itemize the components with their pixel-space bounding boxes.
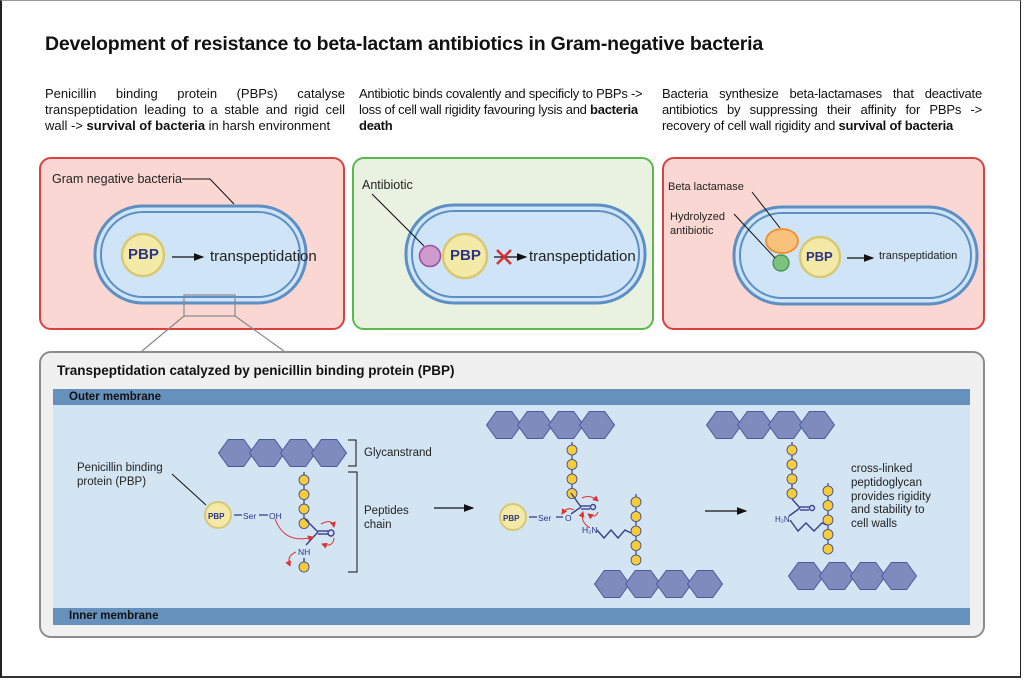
- label-antibiotic: Antibiotic: [362, 178, 413, 192]
- pbp-label: PBP: [208, 512, 225, 521]
- label-gram-negative-bacteria: Gram negative bacteria: [52, 172, 182, 186]
- glycan-strand: [593, 570, 724, 598]
- glycan-sugar-unit: [798, 411, 836, 439]
- electron-arrows: [274, 518, 336, 567]
- amino-acid: [786, 459, 798, 470]
- process-label: transpeptidation: [529, 248, 636, 265]
- pbp-circle: [798, 235, 842, 279]
- amino-acid: [786, 473, 798, 485]
- amino-acid: [630, 554, 642, 566]
- description-resistance: Bacteria synthesize beta-lactamases that…: [662, 86, 982, 134]
- glycan-sugar-unit: [686, 570, 724, 598]
- outer-membrane-bar: Outer membrane: [53, 389, 970, 405]
- peptide-chain: [630, 494, 642, 566]
- glycan-sugar-unit: [624, 570, 662, 598]
- h2n-label: H₂N: [775, 515, 790, 524]
- label-peptides-chain: Peptides chain: [364, 505, 409, 531]
- pbp-circle: [499, 503, 527, 531]
- glycan-sugar-unit: [787, 562, 825, 590]
- antibiotic-molecule: [418, 244, 442, 268]
- ser-label: Ser: [243, 511, 257, 521]
- figure-title: Development of resistance to beta-lactam…: [45, 33, 764, 55]
- oh-label: OH: [269, 511, 282, 521]
- bacterium-cell-resistant: [732, 205, 979, 306]
- amino-acid: [630, 525, 642, 537]
- glycan-sugar-unit: [880, 562, 918, 590]
- glycan-sugar-unit: [818, 562, 856, 590]
- glycan-sugar-unit: [547, 411, 585, 439]
- result-description: cross-linked peptidoglycan provides rigi…: [851, 463, 931, 531]
- glycan-sugar-unit: [767, 411, 805, 439]
- pbp-label: PBP: [806, 249, 833, 264]
- glycan-sugar-unit: [279, 439, 317, 467]
- amino-acid: [822, 514, 834, 526]
- pbp-circle: [204, 501, 232, 529]
- amino-acid: [822, 529, 834, 540]
- amino-acid: [566, 459, 578, 470]
- label-glycanstrand: Glycanstrand: [364, 447, 432, 459]
- glycan-sugar-unit: [655, 570, 693, 598]
- brackets: [348, 439, 358, 573]
- o-label: O: [565, 513, 572, 523]
- peptide-chain: [566, 442, 578, 499]
- amino-acid: [630, 496, 642, 508]
- pbp-label: PBP: [128, 246, 159, 263]
- amino-acid: [822, 543, 834, 555]
- beta-lactamase-enzyme: [765, 228, 799, 254]
- label-beta-lactamase: Beta lactamase: [668, 181, 744, 193]
- glycan-sugar-unit: [578, 411, 616, 439]
- label-hydrolyzed-antibiotic: Hydrolyzed antibiotic: [670, 211, 726, 237]
- peptide-chain: [822, 483, 834, 555]
- pbp-label: PBP: [503, 514, 520, 523]
- pbp-circle: [441, 232, 489, 280]
- glycan-strand: [705, 411, 836, 439]
- glycan-sugar-unit: [485, 411, 523, 439]
- description-normal: Penicillin binding protein (PBPs) cataly…: [45, 86, 345, 134]
- peptide-chain: [298, 472, 310, 529]
- amino-acid: [786, 488, 798, 499]
- glycan-strand: [485, 411, 616, 439]
- peptide-chain: [786, 442, 798, 499]
- glycan-sugar-unit: [248, 439, 286, 467]
- blocked-x-icon: [496, 249, 512, 265]
- amino-acid: [298, 503, 310, 515]
- glycan-strand: [217, 439, 348, 467]
- inner-membrane-bar: Inner membrane: [53, 608, 970, 625]
- detail-title: Transpeptidation catalyzed by penicillin…: [57, 363, 455, 378]
- glycan-sugar-unit: [593, 570, 631, 598]
- process-label: transpeptidation: [210, 248, 317, 265]
- zoom-region-box: [183, 294, 236, 317]
- glycan-sugar-unit: [310, 439, 348, 467]
- h2n-label: H₂N: [582, 525, 598, 535]
- amino-acid: [298, 518, 310, 529]
- amino-acid: [566, 444, 578, 456]
- glycan-sugar-unit: [705, 411, 743, 439]
- amino-acid: [786, 444, 798, 456]
- glycan-sugar-unit: [217, 439, 255, 467]
- glycan-sugar-unit: [849, 562, 887, 590]
- description-antibiotic: Antibiotic binds covalently and specific…: [359, 86, 643, 134]
- amino-acid: [566, 473, 578, 485]
- nh-label: NH: [298, 547, 311, 557]
- glycan-sugar-unit: [736, 411, 774, 439]
- amino-acid: [822, 485, 834, 497]
- process-label: transpeptidation: [879, 250, 958, 262]
- glycan-sugar-unit: [516, 411, 554, 439]
- pbp-circle: [120, 232, 166, 278]
- ser-label: Ser: [538, 513, 552, 523]
- pbp-label: PBP: [450, 247, 481, 264]
- glycan-strand: [787, 562, 918, 590]
- amino-acid: [822, 500, 834, 511]
- label-pbp-description: Penicillin binding protein (PBP): [77, 462, 163, 488]
- amino-acid: [298, 489, 310, 500]
- amino-acid: [630, 540, 642, 551]
- leader-line: [182, 178, 235, 205]
- amino-acid: [630, 511, 642, 522]
- amino-acid: [298, 474, 310, 486]
- hydrolyzed-antibiotic: [772, 254, 790, 272]
